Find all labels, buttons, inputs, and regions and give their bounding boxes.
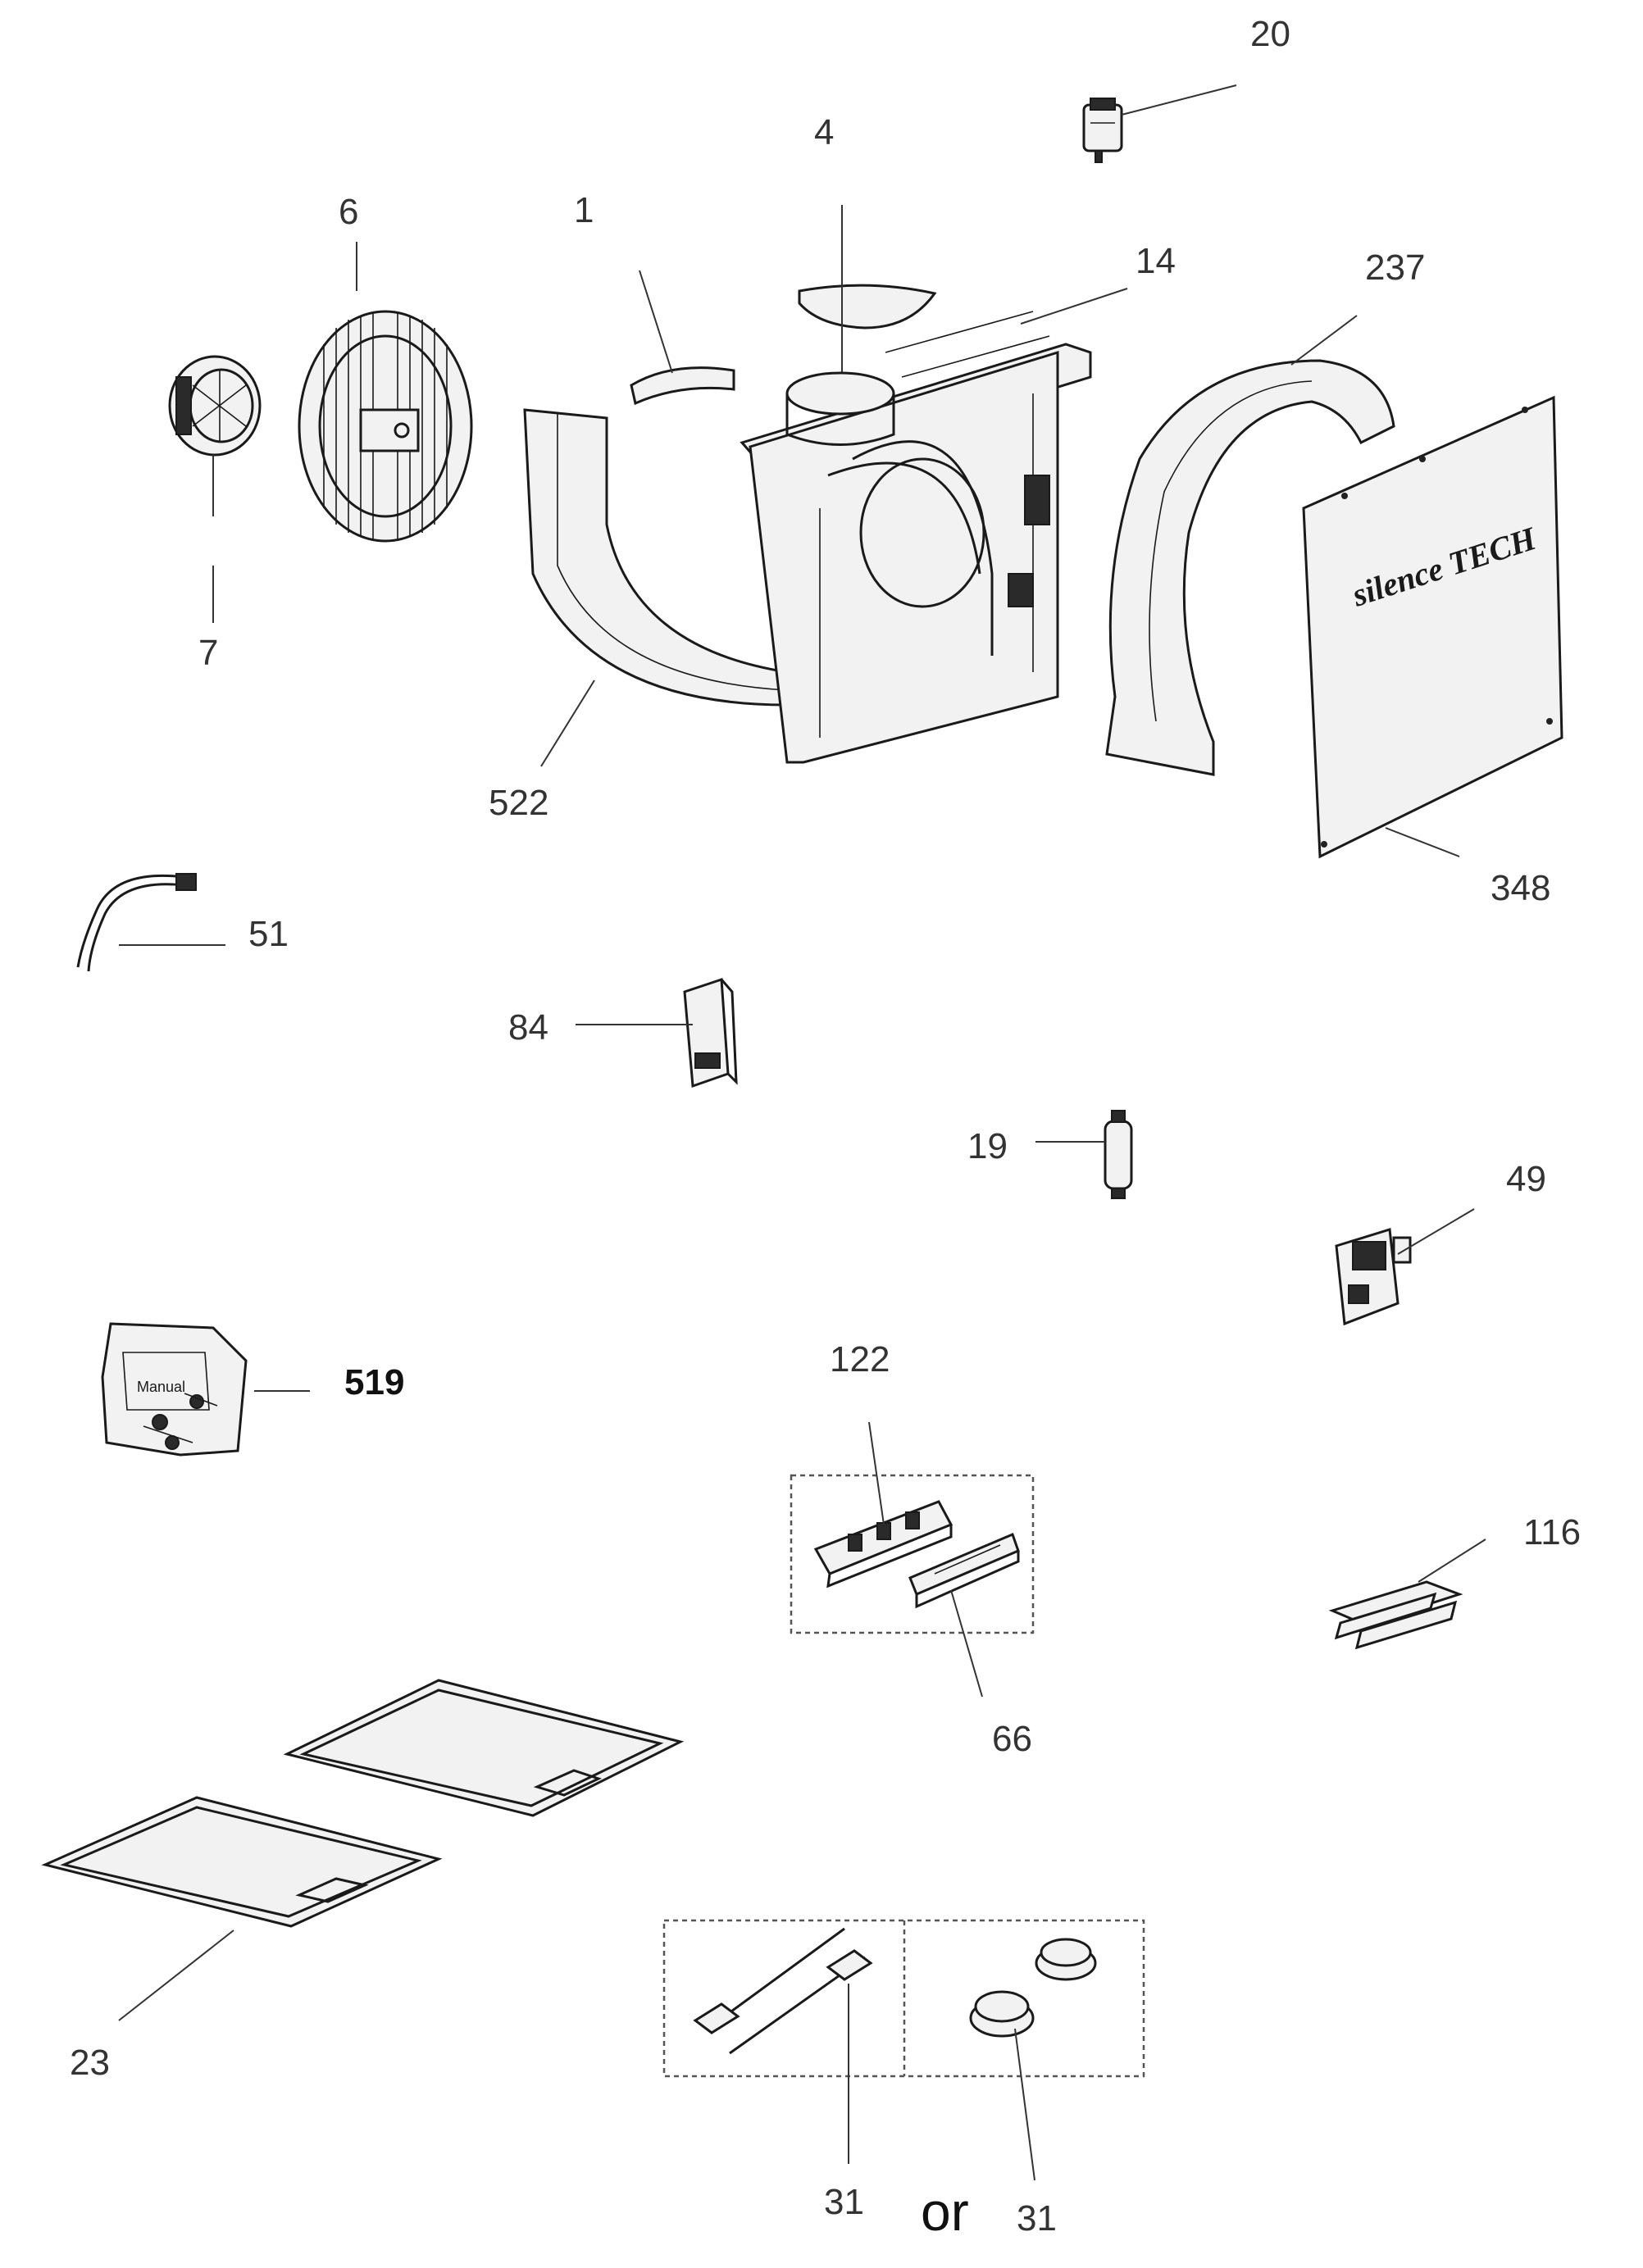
label-31-left: 31 xyxy=(824,2182,864,2222)
part-237-curved-duct xyxy=(1105,359,1395,776)
part-116-brackets xyxy=(1328,1580,1463,1650)
part-20-clip xyxy=(1082,98,1123,163)
part-522-duct-band xyxy=(523,408,789,707)
part-6-fan-wheel xyxy=(298,310,473,543)
label-7: 7 xyxy=(198,633,219,673)
label-4: 4 xyxy=(814,112,835,152)
label-14: 14 xyxy=(1136,241,1176,281)
label-1: 1 xyxy=(574,190,594,230)
part-49-switch-block xyxy=(1335,1228,1412,1326)
label-522: 522 xyxy=(489,783,549,823)
label-519: 519 xyxy=(344,1362,405,1402)
part-84-box xyxy=(683,977,738,1089)
leader-23 xyxy=(118,1929,234,2021)
part-31-push-rods xyxy=(693,1927,873,2055)
leader-116 xyxy=(1418,1539,1486,1583)
label-116: 116 xyxy=(1523,1512,1582,1552)
label-or: or xyxy=(921,2181,969,2242)
label-84: 84 xyxy=(508,1007,548,1048)
part-4-cover xyxy=(798,284,937,330)
label-66: 66 xyxy=(992,1719,1032,1759)
label-31-right: 31 xyxy=(1017,2198,1057,2238)
part-51-cable xyxy=(76,873,197,972)
label-23: 23 xyxy=(70,2043,110,2083)
leader-49 xyxy=(1397,1208,1475,1255)
leader-20 xyxy=(1121,84,1237,116)
group-122-66-frame xyxy=(790,1474,1035,1634)
leader-122 xyxy=(868,1421,885,1525)
part-1-curve xyxy=(630,366,735,406)
leader-1 xyxy=(639,270,673,374)
part-7-motor xyxy=(168,355,262,457)
label-237: 237 xyxy=(1365,248,1426,288)
leader-14 xyxy=(1020,288,1128,325)
part-19-capacitor xyxy=(1104,1110,1133,1199)
label-20: 20 xyxy=(1250,14,1290,54)
part-348-back-panel: silence TECH xyxy=(1302,395,1563,859)
part-31-knobs xyxy=(969,1938,1097,2038)
label-49: 49 xyxy=(1506,1159,1546,1199)
part-14-housing xyxy=(740,311,1092,764)
label-122: 122 xyxy=(830,1339,890,1379)
part-122-switch-assembly xyxy=(813,1500,953,1589)
label-19: 19 xyxy=(967,1126,1008,1166)
leader-237 xyxy=(1290,315,1358,366)
leader-522 xyxy=(540,679,595,767)
label-6: 6 xyxy=(339,192,359,232)
part-66-switch-panel xyxy=(908,1532,1020,1609)
leader-31b xyxy=(1014,2028,1035,2181)
leader-66 xyxy=(950,1589,983,1698)
part-23-filters xyxy=(41,1679,685,1928)
leader-348 xyxy=(1385,827,1460,857)
manual-text: Manual xyxy=(137,1379,185,1395)
part-519-manual-bag: Manual xyxy=(101,1322,248,1457)
label-348: 348 xyxy=(1491,868,1551,908)
label-51: 51 xyxy=(248,914,289,954)
